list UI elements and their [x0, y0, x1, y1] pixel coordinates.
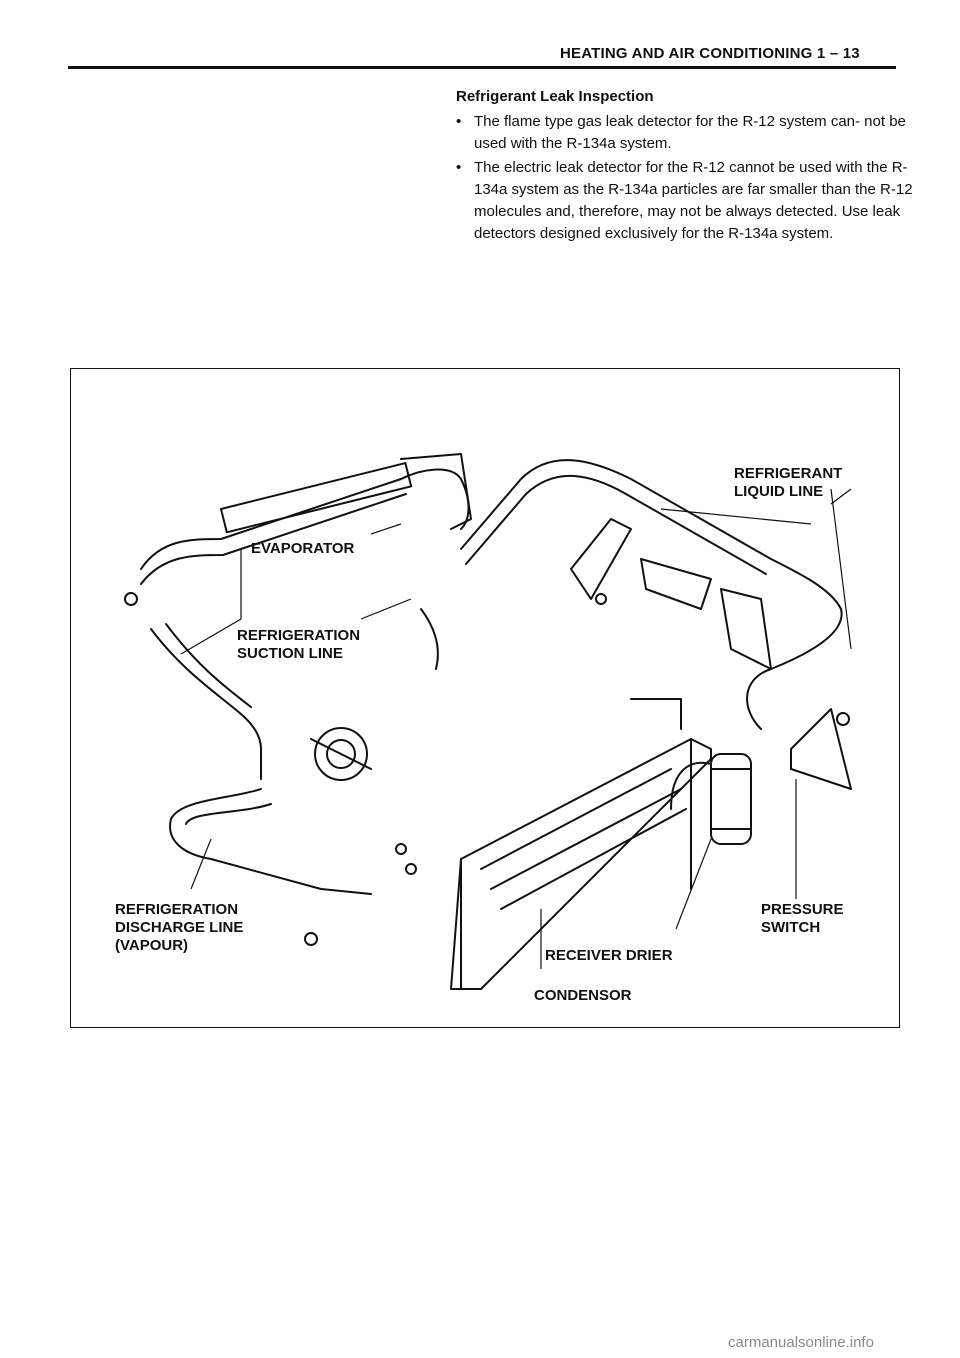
- liquid-line-pipe: [460, 459, 843, 730]
- mounting-bracket: [720, 588, 772, 670]
- bullet-dot-icon: •: [456, 113, 462, 130]
- label-suction-line: REFRIGERATION SUCTION LINE: [237, 627, 361, 662]
- bullet-text: The flame type gas leak detector for the…: [474, 113, 906, 152]
- bullet-item: • The electric leak detector for the R-12…: [456, 157, 916, 245]
- watermark: carmanualsonline.info: [728, 1334, 874, 1351]
- label-liquid-line: REFRIGERANT LIQUID LINE: [734, 465, 843, 500]
- bullet-dot-icon: •: [456, 159, 462, 176]
- bullet-text: The electric leak detector for the R-12 …: [474, 159, 913, 242]
- bullet-list: • The flame type gas leak detector for th…: [456, 111, 916, 245]
- label-evaporator: EVAPORATOR: [251, 540, 355, 557]
- evaporator-unit: [220, 462, 413, 534]
- label-condensor: CONDENSOR: [534, 987, 632, 1004]
- label-discharge-line: REFRIGERATION DISCHARGE LINE (VAPOUR): [115, 901, 244, 954]
- section-title: Refrigerant Leak Inspection: [456, 88, 654, 105]
- compressor: [314, 727, 368, 781]
- leak-inspection-section: Refrigerant Leak Inspection • The flame t…: [456, 88, 916, 247]
- mounting-bracket: [570, 518, 632, 600]
- label-pressure-switch: PRESSURE SWITCH: [761, 901, 844, 936]
- label-receiver-drier: RECEIVER DRIER: [545, 947, 673, 964]
- header-rule: [68, 66, 896, 69]
- pressure-switch: [790, 708, 852, 790]
- suction-line-hose: [150, 628, 262, 780]
- receiver-drier: [710, 753, 752, 845]
- ac-system-diagram: [124, 453, 852, 990]
- ac-system-figure: EVAPORATOR REFRIGERATION SUCTION LINE RE…: [70, 368, 900, 1028]
- bullet-item: • The flame type gas leak detector for th…: [456, 111, 916, 155]
- discharge-line-hose: [169, 788, 372, 895]
- page-header-title: HEATING AND AIR CONDITIONING 1 – 13: [560, 45, 860, 62]
